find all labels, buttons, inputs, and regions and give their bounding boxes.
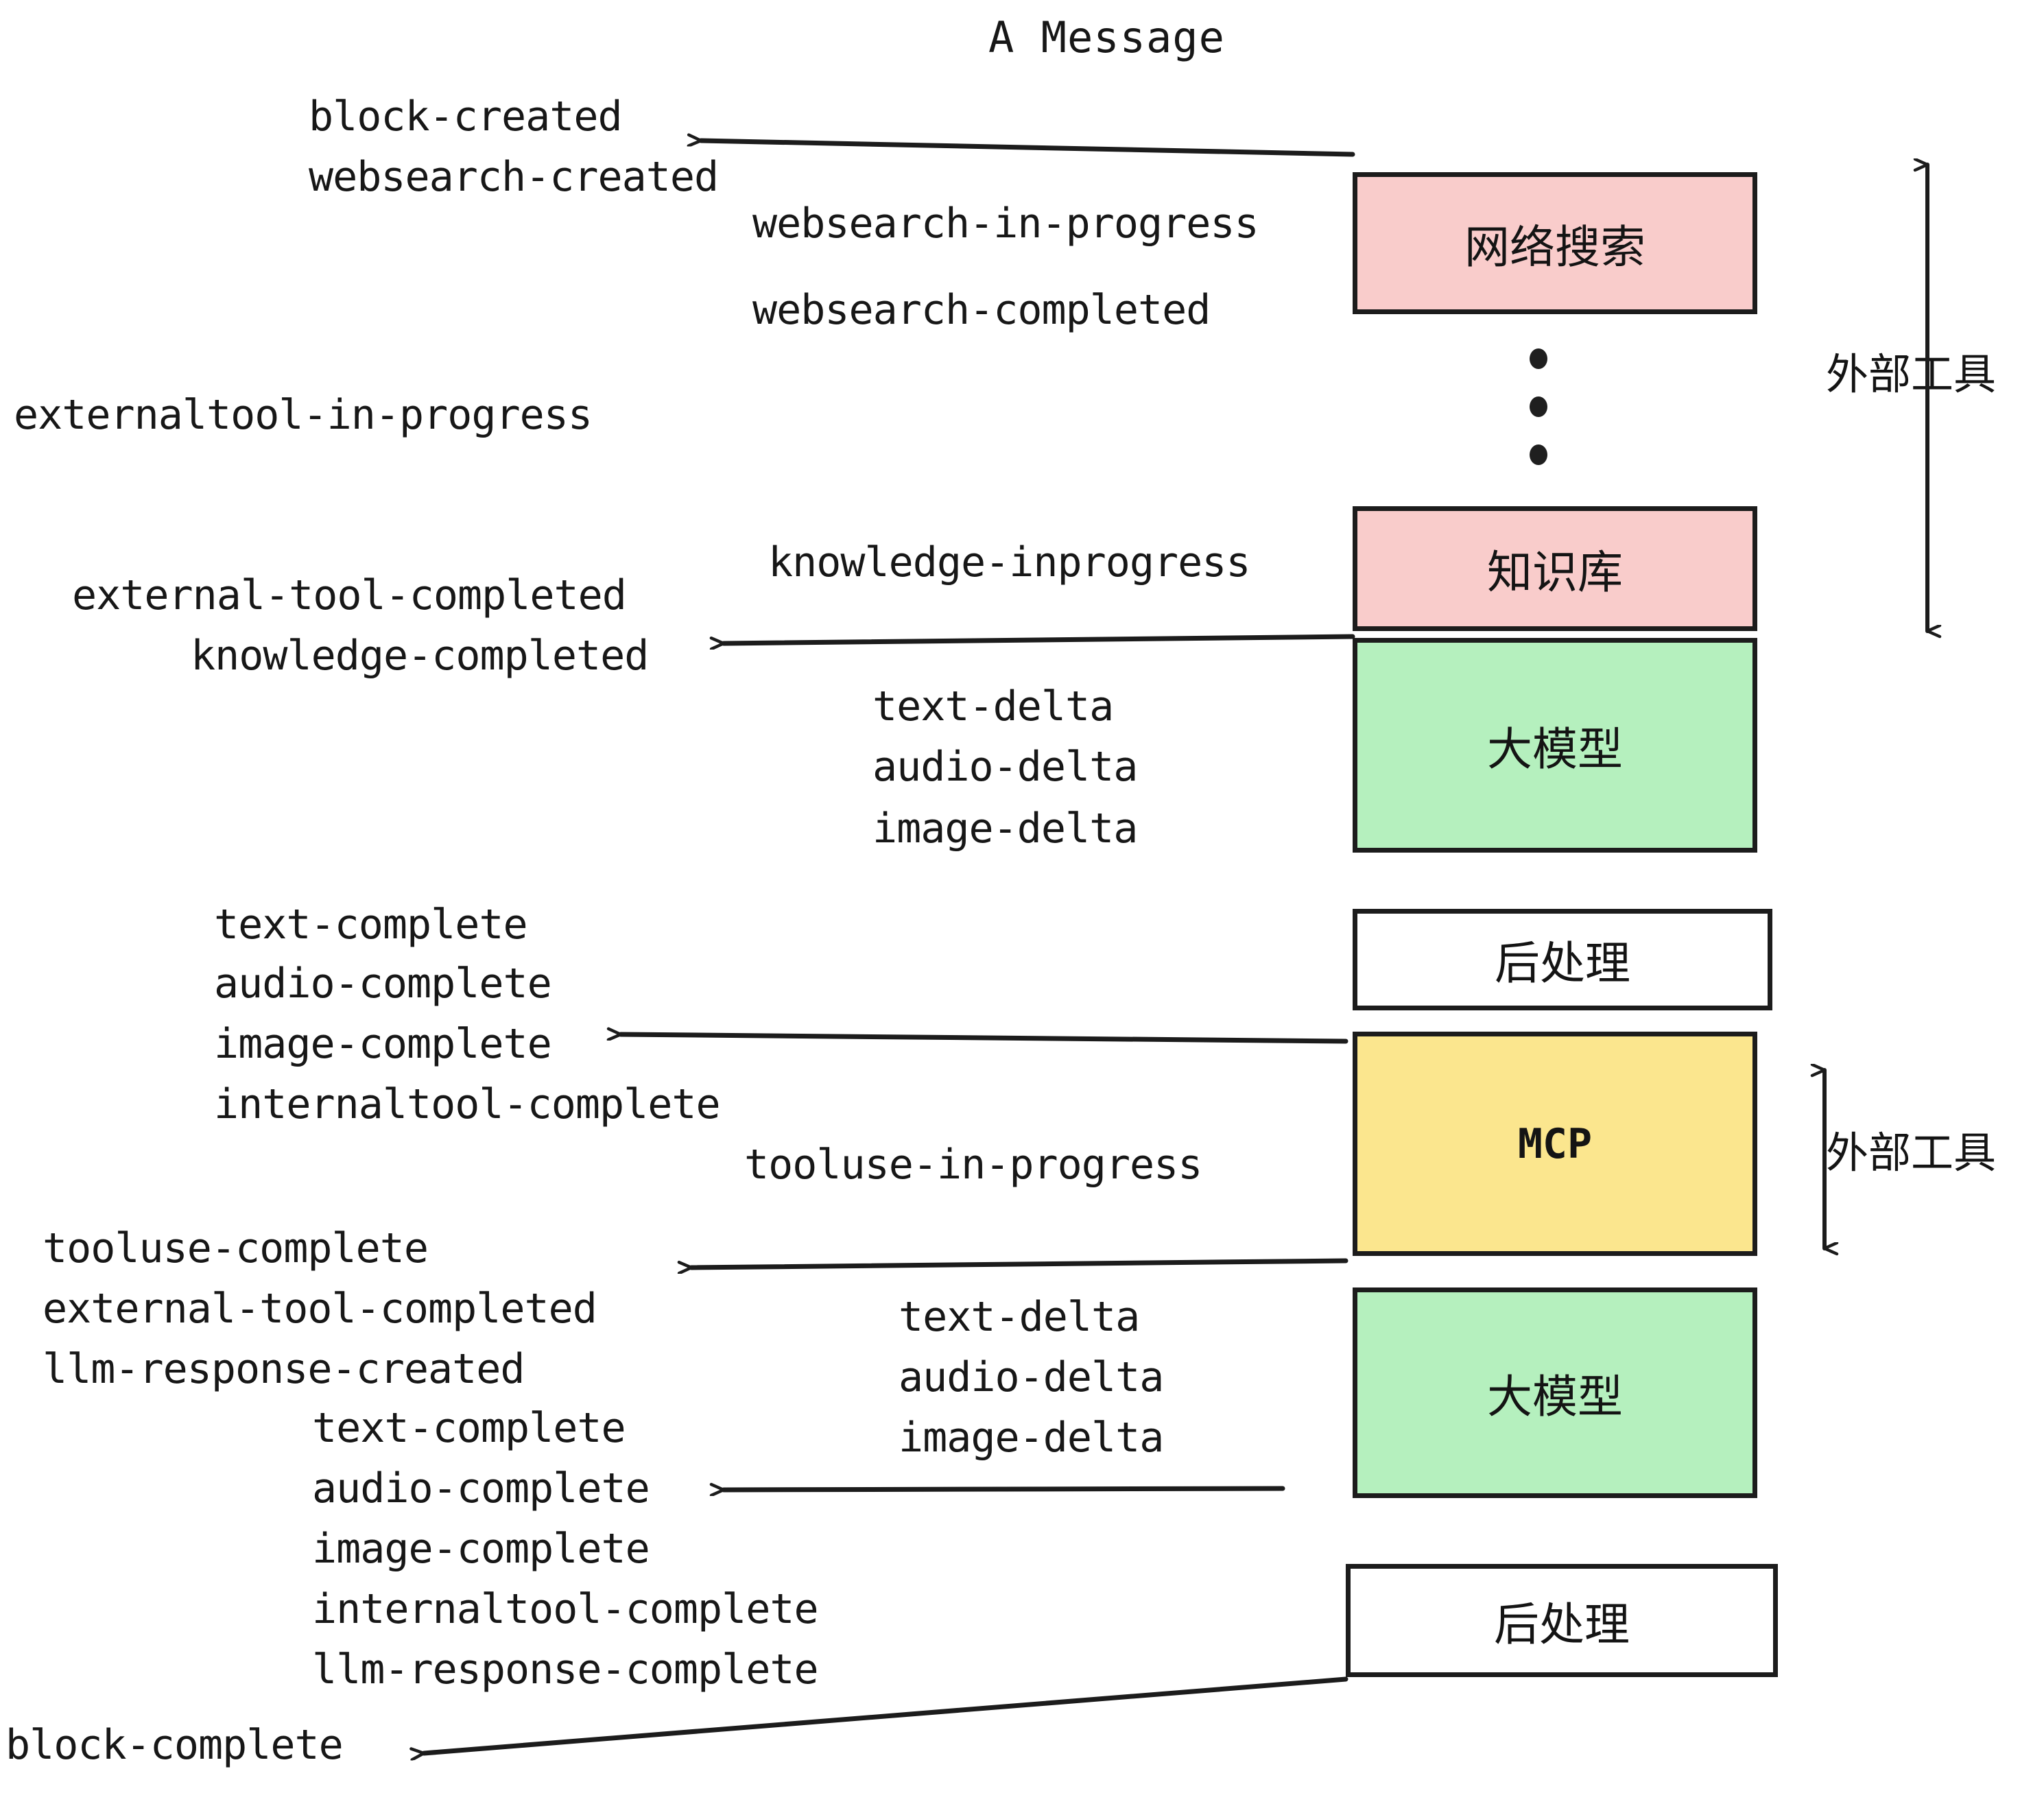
event-label-tooluse-complete: tooluse-complete [43,1224,429,1272]
arrow-websearch-to-blockcreated [701,141,1355,157]
node-label-websearch: 网络搜索 [1464,220,1645,274]
event-label-knowledge-inprogress: knowledge-inprogress [768,538,1250,586]
event-label-audio-complete-1: audio-complete [214,960,552,1008]
ellipsis-dot-2 [1530,396,1547,417]
event-label-tooluse-in-progress: tooluse-in-progress [744,1141,1202,1189]
event-label-externaltool-in-progress: externaltool-in-progress [14,391,593,439]
node-label-postprocess-2: 后处理 [1494,1598,1630,1651]
event-label-knowledge-completed: knowledge-completed [191,632,649,680]
event-label-internaltool-complete-2: internaltool-complete [312,1585,819,1633]
event-label-external-tool-completed-1: external-tool-completed [72,571,627,619]
event-label-image-delta-2: image-delta [899,1414,1164,1462]
event-label-audio-delta-2: audio-delta [899,1353,1164,1401]
event-label-text-delta-2: text-delta [899,1293,1140,1341]
event-label-websearch-completed: websearch-completed [752,286,1211,334]
event-label-image-complete-2: image-complete [312,1525,650,1573]
arrow-postprocess1-to-imagecomplete [621,1034,1348,1044]
event-label-block-complete: block-complete [5,1721,344,1769]
side-label-external-tool-mcp: 外部工具 [1826,1128,1997,1178]
event-label-block-created: block-created [309,93,623,141]
event-label-llm-response-created: llm-response-created [43,1345,525,1393]
page-title: A Message [988,12,1225,62]
node-label-mcp: MCP [1517,1119,1593,1168]
arrow-llm2-to-audiocomplete [724,1488,1285,1490]
event-label-text-delta-1: text-delta [872,683,1114,731]
node-label-llm-1: 大模型 [1487,722,1623,776]
event-label-image-complete-1: image-complete [214,1020,552,1068]
event-label-text-complete-2: text-complete [312,1404,626,1452]
node-box-postprocess-1: 后处理 [1353,909,1772,1010]
node-box-llm-2: 大模型 [1353,1287,1757,1498]
event-label-audio-delta-1: audio-delta [872,743,1138,791]
ellipsis-dot-1 [1530,348,1547,369]
node-box-llm-1: 大模型 [1353,638,1757,853]
node-label-knowledge: 知识库 [1487,546,1623,599]
event-label-internaltool-complete-1: internaltool-complete [214,1080,721,1128]
node-box-postprocess-2: 后处理 [1346,1564,1778,1677]
event-label-image-delta-1: image-delta [872,805,1138,853]
arrow-mcp-to-tooluse-complete [691,1258,1348,1268]
node-label-llm-2: 大模型 [1487,1370,1623,1423]
node-box-knowledge: 知识库 [1353,506,1757,631]
ellipsis-dot-3 [1530,444,1547,465]
event-label-websearch-in-progress: websearch-in-progress [752,200,1259,248]
event-label-websearch-created: websearch-created [309,153,719,201]
node-box-mcp: MCP [1353,1032,1757,1256]
event-label-text-complete-1: text-complete [214,901,528,949]
node-box-websearch: 网络搜索 [1353,172,1757,314]
event-label-audio-complete-2: audio-complete [312,1464,650,1512]
event-label-external-tool-completed-2: external-tool-completed [43,1285,597,1333]
side-label-external-tool-top: 外部工具 [1826,349,1997,399]
event-label-llm-response-complete: llm-response-complete [312,1646,819,1694]
arrow-knowledge-to-completed [724,634,1355,643]
node-label-postprocess-1: 后处理 [1495,937,1630,990]
